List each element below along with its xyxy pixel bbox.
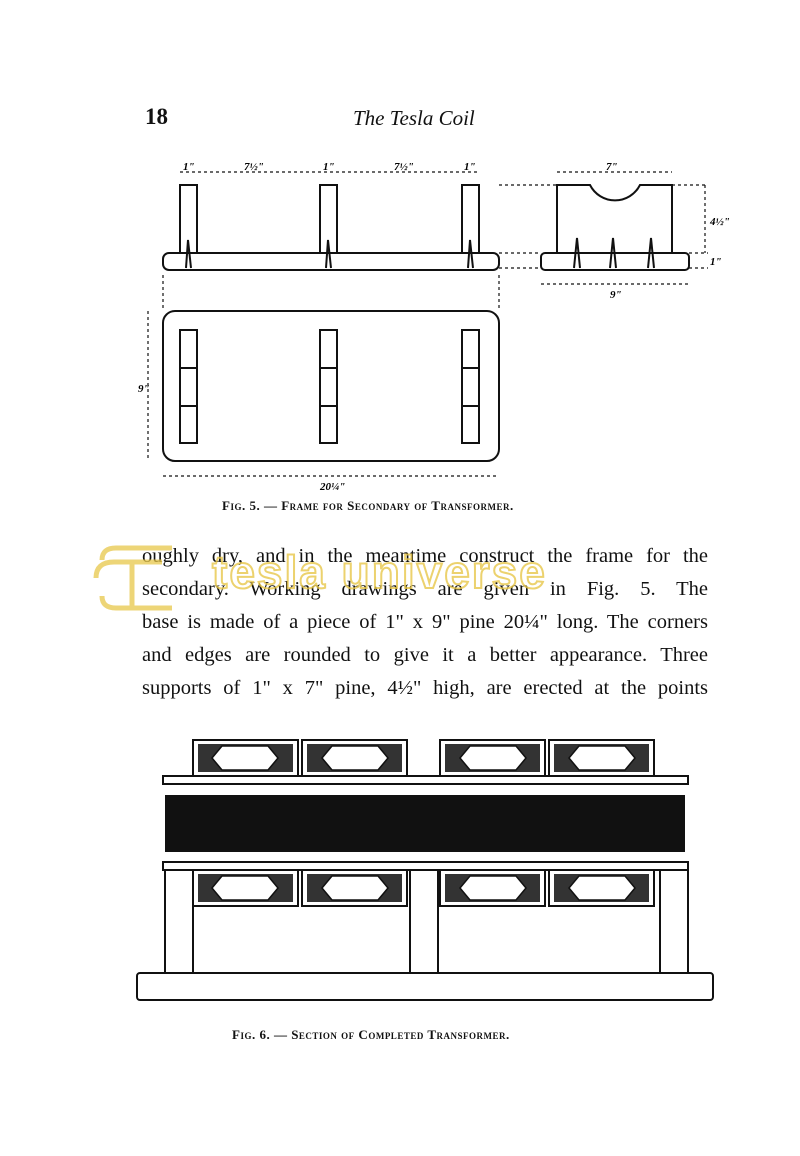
dim-spacing-a: 7½": [244, 161, 264, 173]
running-title: The Tesla Coil: [353, 106, 475, 130]
figure-5-drawing: 1" 7½" 1" 7½" 1" 7" 4½" 1" 9" 9" 20¼": [138, 161, 730, 493]
fig5-end-support: [556, 184, 673, 253]
fig6-core: [165, 795, 685, 852]
dim-plan-width: 9": [138, 383, 150, 395]
dim-end-height: 4½": [709, 216, 730, 228]
body-line-3: base is made of a piece of 1" x 9" pine …: [142, 611, 708, 633]
dim-end-width: 7": [606, 161, 618, 173]
dim-base-thickness: 1": [710, 256, 722, 268]
page-number: 18: [145, 104, 168, 129]
body-line-5: supports of 1" x 7" pine, 4½" high, are …: [142, 677, 708, 699]
dim-spacing-b: 7½": [394, 161, 414, 173]
dim-post-2: 1": [323, 161, 335, 173]
body-paragraph: oughly dry, and in the meantime construc…: [142, 540, 708, 705]
figure-6-caption: Fig. 6. — Section of Completed Transform…: [232, 1027, 510, 1042]
figure-5-caption: Fig. 5. — Frame for Secondary of Transfo…: [222, 498, 514, 513]
dim-end-base-width: 9": [610, 289, 622, 301]
body-line-2: secondary. Working drawings are given in…: [142, 578, 708, 600]
body-line-4: and edges are rounded to give it a bette…: [142, 644, 708, 666]
dim-post-1: 1": [183, 161, 195, 173]
dim-post-3: 1": [464, 161, 476, 173]
fig5-plan-base: [162, 310, 500, 462]
body-line-1: oughly dry, and in the meantime construc…: [142, 545, 708, 567]
dim-plan-length: 20¼": [319, 481, 345, 493]
